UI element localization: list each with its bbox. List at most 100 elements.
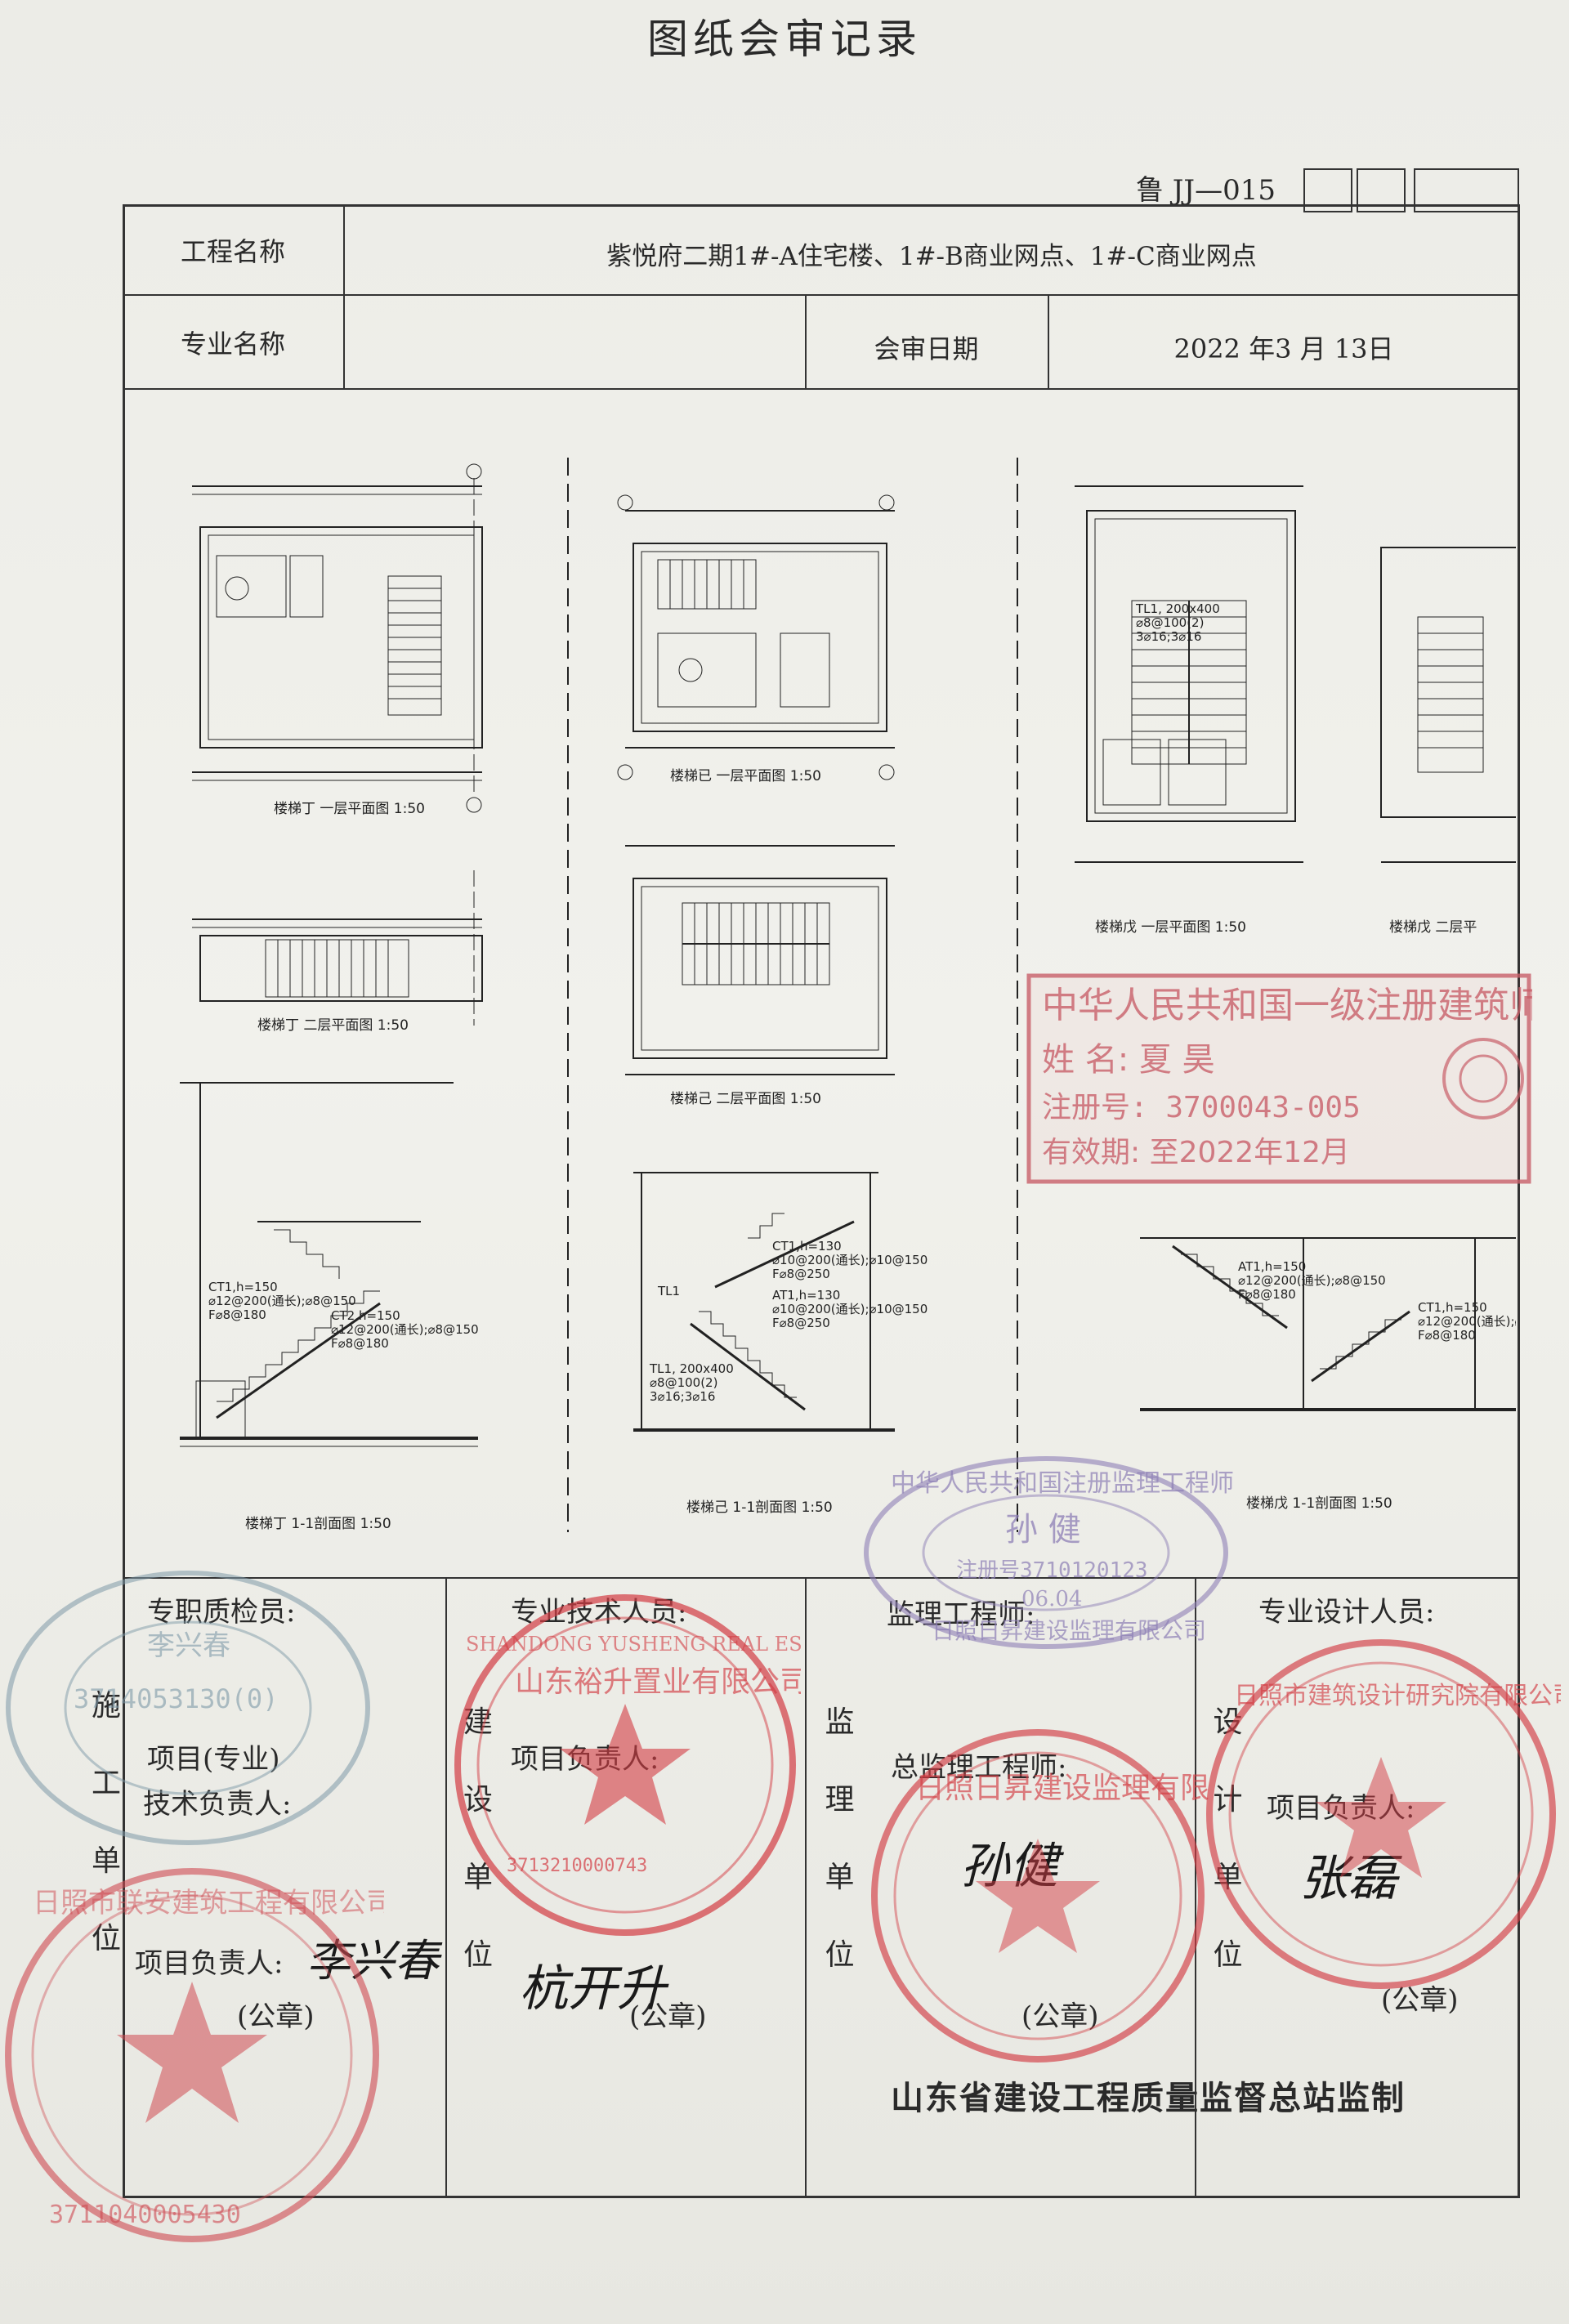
architect-seal: 中华人民共和国一级注册建筑师 姓 名: 夏 昊 注册号: 3700043-005… xyxy=(1026,972,1545,1185)
design-company-seal: 日照市建筑设计研究院有限公司 xyxy=(1201,1634,1569,1994)
svg-text:⌀12@200(通长);⌀8@150: ⌀12@200(通长);⌀8@150 xyxy=(1418,1314,1516,1329)
svg-text:日照日昇建设监理有限公司: 日照日昇建设监理有限公司 xyxy=(932,1617,1206,1644)
svg-text:F⌀8@180: F⌀8@180 xyxy=(331,1336,389,1351)
svg-text:山东裕升置业有限公司: 山东裕升置业有限公司 xyxy=(515,1665,801,1699)
svg-text:注册号: 3700043-005: 注册号: 3700043-005 xyxy=(1042,1091,1361,1124)
official-seal-note: (公章) xyxy=(1021,2000,1099,2033)
construction-inspector-seal: 李兴春 3714053130(0) xyxy=(0,1561,376,1855)
section-drawing: TL1 CT1,h=130 ⌀10@200(通长);⌀10@150 F⌀8@25… xyxy=(633,1172,928,1516)
record-table xyxy=(123,204,1520,2198)
svg-text:AT1,h=150: AT1,h=150 xyxy=(1238,1259,1306,1274)
svg-text:日照日昇建设监理有限公司: 日照日昇建设监理有限公司 xyxy=(915,1772,1209,1805)
svg-text:日照市建筑设计研究院有限公司: 日照市建筑设计研究院有限公司 xyxy=(1234,1682,1561,1710)
official-seal-note: (公章) xyxy=(629,2000,707,2033)
svg-text:F⌀8@180: F⌀8@180 xyxy=(1238,1287,1296,1302)
svg-text:李兴春: 李兴春 xyxy=(147,1629,230,1662)
project-manager-label: 项目负责人: xyxy=(135,1947,284,1980)
project-name-value: 紫悦府二期1#-A住宅楼、1#-B商业网点、1#-C商业网点 xyxy=(606,242,1257,271)
supervisor-registration-seal: 中华人民共和国注册监理工程师 孙 健 注册号3710120123 06.04 日… xyxy=(858,1446,1234,1659)
tech-lead-label: 项目(专业) xyxy=(147,1743,280,1776)
document-title: 图纸会审记录 xyxy=(647,16,922,63)
svg-text:⌀12@200(通长);⌀8@150: ⌀12@200(通长);⌀8@150 xyxy=(208,1294,356,1308)
svg-text:F⌀8@180: F⌀8@180 xyxy=(208,1307,266,1322)
drawing-caption: 楼梯戊 二层平 xyxy=(1389,919,1477,936)
col-divider xyxy=(1195,1577,1196,2198)
svg-text:3714053130(0): 3714053130(0) xyxy=(74,1683,278,1714)
svg-text:孙 健: 孙 健 xyxy=(1005,1511,1081,1549)
drawing-caption: 楼梯已 一层平面图 1:50 xyxy=(670,768,821,784)
svg-text:⌀10@200(通长);⌀10@150: ⌀10@200(通长);⌀10@150 xyxy=(772,1253,928,1267)
svg-text:⌀8@100(2): ⌀8@100(2) xyxy=(1136,615,1204,630)
svg-text:SHANDONG YUSHENG REAL ESTATE C: SHANDONG YUSHENG REAL ESTATE CO.,LTD xyxy=(466,1633,801,1656)
svg-text:TL1: TL1 xyxy=(657,1284,680,1298)
col-divider xyxy=(805,294,807,388)
col-divider xyxy=(1048,294,1049,388)
svg-text:TL1, 200x400: TL1, 200x400 xyxy=(1135,601,1220,616)
footer-issuer: 山东省建设工程质量监督总站监制 xyxy=(891,2079,1406,2117)
review-date-label: 会审日期 xyxy=(874,333,979,364)
construction-company-seal: 3711040005430 日照市联安建筑工程有限公司 xyxy=(0,1863,394,2247)
svg-text:CT1,h=150: CT1,h=150 xyxy=(208,1280,278,1294)
code-box xyxy=(1414,168,1519,212)
drawing-caption: 楼梯丁 一层平面图 1:50 xyxy=(274,801,425,817)
svg-text:CT2,h=150: CT2,h=150 xyxy=(331,1308,400,1323)
code-box xyxy=(1357,168,1406,212)
official-seal-note: (公章) xyxy=(237,2000,315,2033)
review-date-value: 2022 年3 月 13日 xyxy=(1173,333,1394,364)
svg-text:⌀10@200(通长);⌀10@150: ⌀10@200(通长);⌀10@150 xyxy=(772,1302,928,1316)
svg-text:有效期: 至2022年12月: 有效期: 至2022年12月 xyxy=(1042,1136,1350,1169)
svg-text:CT1,h=130: CT1,h=130 xyxy=(772,1239,842,1254)
svg-text:⌀12@200(通长);⌀8@150: ⌀12@200(通长);⌀8@150 xyxy=(331,1322,479,1337)
svg-text:中华人民共和国一级注册建筑师: 中华人民共和国一级注册建筑师 xyxy=(1042,985,1532,1026)
svg-text:TL1, 200x400: TL1, 200x400 xyxy=(649,1361,734,1376)
construction-unit-label: 施工单位 xyxy=(91,1689,121,1955)
form-code: 鲁 JJ—015 xyxy=(1136,174,1276,207)
supervision-company-seal: 日照日昇建设监理有限公司 xyxy=(866,1724,1268,2067)
plan-drawing: 楼梯丁 二层平面图 1:50 xyxy=(192,870,483,1034)
plan-drawing: 楼梯戊 二层平 xyxy=(1380,547,1521,936)
drawing-caption: 楼梯丁 二层平面图 1:50 xyxy=(257,1017,409,1034)
official-seal-note: (公章) xyxy=(1381,1984,1459,2017)
col-divider xyxy=(343,204,345,388)
svg-text:⌀12@200(通长);⌀8@150: ⌀12@200(通长);⌀8@150 xyxy=(1238,1273,1386,1288)
project-name-label: 工程名称 xyxy=(180,236,285,267)
designer-label: 专业设计人员: xyxy=(1258,1596,1435,1629)
plan-drawing: 楼梯丁 一层平面图 1:50 xyxy=(192,463,483,817)
plan-drawing: 楼梯已 一层平面图 1:50 xyxy=(617,494,895,784)
svg-text:姓 名: 夏 昊: 姓 名: 夏 昊 xyxy=(1042,1041,1215,1079)
row-divider xyxy=(123,1577,1520,1579)
svg-text:注册号3710120123: 注册号3710120123 xyxy=(956,1558,1148,1583)
supervision-unit-label: 监理单位 xyxy=(825,1705,855,1972)
svg-text:3713210000743: 3713210000743 xyxy=(507,1856,647,1876)
col-divider xyxy=(445,1577,447,2198)
drawing-caption: 楼梯己 二层平面图 1:50 xyxy=(670,1091,821,1107)
svg-text:3⌀16;3⌀16: 3⌀16;3⌀16 xyxy=(650,1389,715,1404)
svg-text:F⌀8@250: F⌀8@250 xyxy=(772,1316,830,1330)
svg-text:3⌀16;3⌀16: 3⌀16;3⌀16 xyxy=(1136,629,1201,644)
svg-text:F⌀8@250: F⌀8@250 xyxy=(772,1267,830,1281)
plan-drawing: TL1, 200x400 ⌀8@100(2) 3⌀16;3⌀16 楼梯戊 一层平… xyxy=(1075,485,1303,936)
svg-text:3711040005430: 3711040005430 xyxy=(49,2201,241,2229)
signature: 杭开升 xyxy=(519,1960,666,2018)
signature: 李兴春 xyxy=(306,1935,439,1987)
section-drawing: CT1,h=150 ⌀12@200(通长);⌀8@150 F⌀8@180 CT2… xyxy=(180,1082,479,1532)
svg-text:06.04: 06.04 xyxy=(1021,1587,1082,1611)
col-divider xyxy=(805,1577,807,2198)
drawing-caption: 楼梯戊 1-1剖面图 1:50 xyxy=(1246,1495,1392,1512)
svg-text:日照市联安建筑工程有限公司: 日照市联安建筑工程有限公司 xyxy=(33,1887,384,1920)
row-divider xyxy=(123,388,1520,390)
svg-text:中华人民共和国注册监理工程师: 中华人民共和国注册监理工程师 xyxy=(891,1469,1234,1498)
specialty-label: 专业名称 xyxy=(180,328,285,360)
svg-text:AT1,h=130: AT1,h=130 xyxy=(772,1288,840,1303)
svg-text:⌀8@100(2): ⌀8@100(2) xyxy=(650,1375,717,1390)
plan-drawing: 楼梯己 二层平面图 1:50 xyxy=(625,845,895,1107)
drawing-caption: 楼梯己 1-1剖面图 1:50 xyxy=(686,1499,833,1516)
code-box xyxy=(1303,168,1352,212)
owner-company-seal: 3713210000743 SHANDONG YUSHENG REAL ESTA… xyxy=(449,1589,944,1941)
drawing-caption: 楼梯戊 一层平面图 1:50 xyxy=(1095,919,1246,936)
svg-text:F⌀8@180: F⌀8@180 xyxy=(1418,1328,1476,1343)
drawing-caption: 楼梯丁 1-1剖面图 1:50 xyxy=(245,1516,391,1532)
svg-text:CT1,h=150: CT1,h=150 xyxy=(1418,1300,1487,1315)
row-divider xyxy=(123,294,1520,296)
